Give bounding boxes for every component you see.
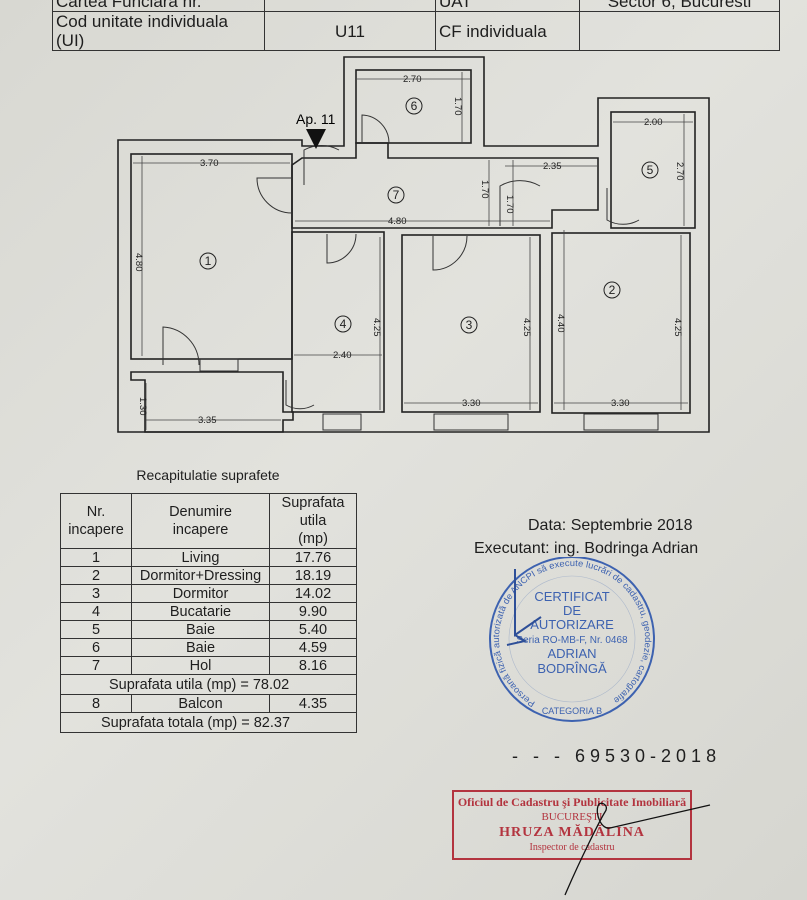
header-cell: Cod unitate individuala (UI) bbox=[52, 11, 265, 51]
col-header-nr: Nr.incapere bbox=[60, 493, 132, 549]
dim-balc-h: 1.30 bbox=[137, 397, 148, 416]
door-room-1 bbox=[256, 177, 293, 214]
red-stamp-line: BUCUREŞTI bbox=[541, 811, 603, 823]
col-header-area: Suprafata utila(mp) bbox=[269, 493, 357, 549]
room-number-7: 7 bbox=[387, 186, 405, 204]
room-2-outline bbox=[551, 232, 691, 414]
door-room-3 bbox=[432, 235, 468, 271]
door-balcony bbox=[162, 326, 200, 366]
window bbox=[322, 413, 362, 431]
dim-r6-h: 1.70 bbox=[452, 97, 463, 116]
total-row: Suprafata totala (mp) = 82.37 bbox=[60, 712, 357, 733]
red-stamp-line: Inspector de cadastru bbox=[529, 842, 615, 853]
svg-text:4: 4 bbox=[340, 317, 347, 331]
dim-r3-w: 3.30 bbox=[462, 398, 481, 409]
dim-balc-w: 3.35 bbox=[198, 415, 217, 426]
header-row: Cod unitate individuala (UI) U11 CF indi… bbox=[52, 11, 780, 51]
room-number-6: 6 bbox=[405, 97, 423, 115]
floor-plan: Ap. 11 2.70 1.70 3.70 4.80 4.80 1.70 1.7… bbox=[117, 56, 710, 433]
entrance-arrow-icon bbox=[306, 129, 326, 149]
header-cell bbox=[579, 11, 780, 51]
header-cell: U11 bbox=[264, 11, 436, 51]
red-stamp-line: Oficiul de Cadastru şi Publicitate Imobi… bbox=[457, 795, 687, 809]
stamp-line: AUTORIZARE bbox=[530, 617, 614, 632]
svg-text:2: 2 bbox=[609, 283, 616, 297]
room-4-outline bbox=[291, 231, 385, 413]
authorization-stamp: Persoană fizică autorizată de ANCPI să e… bbox=[489, 557, 655, 722]
svg-text:6: 6 bbox=[411, 99, 418, 113]
room-number-3: 3 bbox=[460, 316, 478, 334]
dim-hol-w2: 2.35 bbox=[543, 161, 562, 172]
window bbox=[583, 413, 659, 431]
stamp-line: ADRIAN bbox=[547, 646, 596, 661]
svg-text:7: 7 bbox=[393, 188, 400, 202]
room-number-1: 1 bbox=[199, 252, 217, 270]
dim-r4-h: 4.25 bbox=[371, 318, 382, 337]
balcony-outline bbox=[130, 371, 294, 433]
dim-r2-h2: 4.25 bbox=[672, 318, 683, 337]
room-1-outline bbox=[130, 153, 293, 360]
header-row: Cartea Funciara nr. UAT Sector 6, Bucure… bbox=[52, 0, 780, 12]
svg-text:1: 1 bbox=[205, 254, 212, 268]
svg-text:3: 3 bbox=[466, 318, 473, 332]
dim-hol-w: 4.80 bbox=[388, 216, 407, 227]
dim-r1-w: 3.70 bbox=[200, 158, 219, 169]
date-label: Data: Septembrie 2018 bbox=[528, 517, 693, 534]
room-3-outline bbox=[401, 234, 541, 413]
stamp-line: Seria RO-MB-F, Nr. 0468 bbox=[516, 635, 628, 646]
dim-r5-h: 2.70 bbox=[674, 162, 685, 181]
stamp-line: CERTIFICAT bbox=[534, 589, 609, 604]
dim-hol-h1: 1.70 bbox=[479, 180, 490, 199]
registration-number: - - - 69530-2018 bbox=[512, 746, 722, 766]
door-entrance bbox=[303, 144, 340, 185]
subtotal-row: Suprafata utila (mp) = 78.02 bbox=[60, 674, 357, 695]
outer-wall bbox=[117, 56, 710, 433]
dim-r2-h1: 4.40 bbox=[555, 314, 566, 333]
dim-r2-w: 3.30 bbox=[611, 398, 630, 409]
room-6-outline bbox=[355, 69, 472, 144]
dim-r6-w: 2.70 bbox=[403, 74, 422, 85]
dim-r4-w: 2.40 bbox=[333, 350, 352, 361]
door-room-5 bbox=[606, 188, 640, 225]
svg-text:5: 5 bbox=[647, 163, 654, 177]
window bbox=[199, 358, 239, 372]
door-kitchen-balcony bbox=[285, 380, 315, 410]
stamp-line: DE bbox=[563, 603, 581, 618]
room-5-outline bbox=[610, 111, 696, 229]
dim-r3-h: 4.25 bbox=[521, 318, 532, 337]
window bbox=[433, 413, 509, 431]
door-room-2 bbox=[499, 180, 541, 226]
stamp-line: BODRÎNGĂ bbox=[537, 661, 607, 676]
room-number-5: 5 bbox=[641, 161, 659, 179]
recap-title: Recapitulatie suprafete bbox=[136, 467, 280, 483]
executant-label: Executant: ing. Bodringa Adrian bbox=[474, 540, 699, 557]
dim-r1-h: 4.80 bbox=[133, 253, 144, 272]
header-cell: CF individuala bbox=[435, 11, 580, 51]
cadastre-office-stamp: Oficiul de Cadastru şi Publicitate Imobi… bbox=[452, 790, 692, 860]
door-room-6 bbox=[361, 114, 390, 144]
signature bbox=[506, 569, 542, 646]
dim-hol-h2: 1.70 bbox=[504, 195, 515, 214]
dim-r5-w: 2.00 bbox=[644, 117, 663, 128]
entrance-label: Ap. 11 bbox=[296, 111, 336, 127]
door-room-4 bbox=[326, 233, 357, 264]
room-number-2: 2 bbox=[603, 281, 621, 299]
stamp-category: CATEGORIA B bbox=[542, 706, 602, 716]
header-table: Cartea Funciara nr. UAT Sector 6, Bucure… bbox=[52, 0, 780, 51]
inspector-signature bbox=[564, 802, 711, 896]
hall-outline bbox=[291, 142, 599, 229]
room-number-4: 4 bbox=[334, 315, 352, 333]
